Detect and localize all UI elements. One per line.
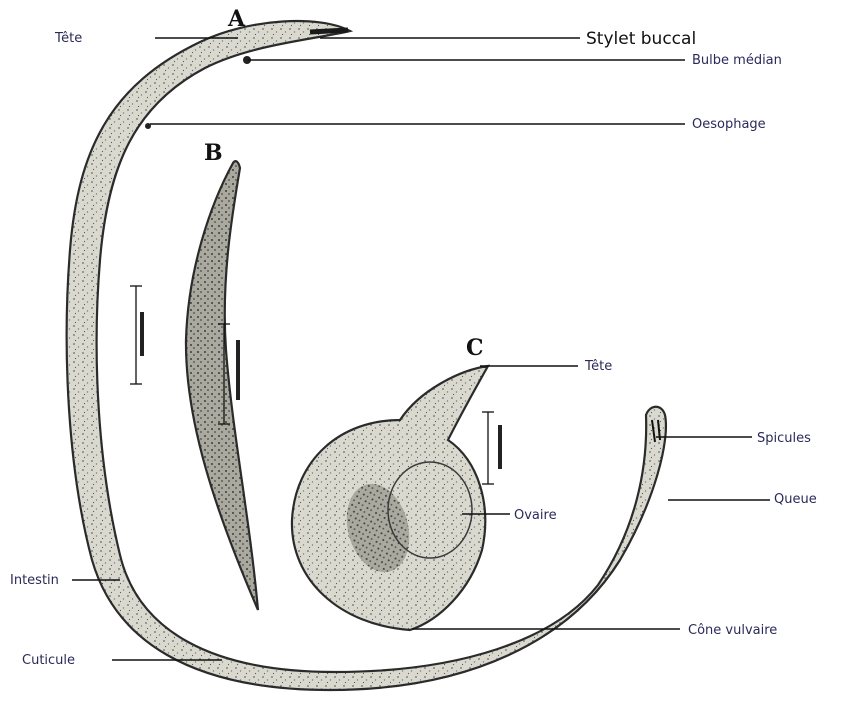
label-tete-c: Tête <box>584 359 612 374</box>
label-intestin: Intestin <box>10 573 59 588</box>
letter-c: C <box>466 335 484 361</box>
specimen-a-stylet <box>310 30 348 32</box>
label-ovaire: Ovaire <box>514 508 557 523</box>
label-bulbe-median: Bulbe médian <box>692 53 782 68</box>
letter-b: B <box>204 140 223 166</box>
label-spicules: Spicules <box>757 431 811 446</box>
label-cone-vulvaire: Cône vulvaire <box>688 623 777 638</box>
specimen-b <box>186 161 258 610</box>
scale-bar-a <box>130 286 144 384</box>
label-tete-a: Tête <box>54 31 82 46</box>
label-stylet-buccal: Stylet buccal <box>586 29 696 49</box>
label-queue: Queue <box>774 492 817 507</box>
label-oesophage: Oesophage <box>692 117 766 132</box>
scale-bar-c <box>482 412 502 484</box>
specimen-c <box>292 366 502 630</box>
label-cuticule: Cuticule <box>22 653 75 668</box>
specimen-b-body <box>186 161 258 610</box>
letter-a: A <box>227 6 246 32</box>
